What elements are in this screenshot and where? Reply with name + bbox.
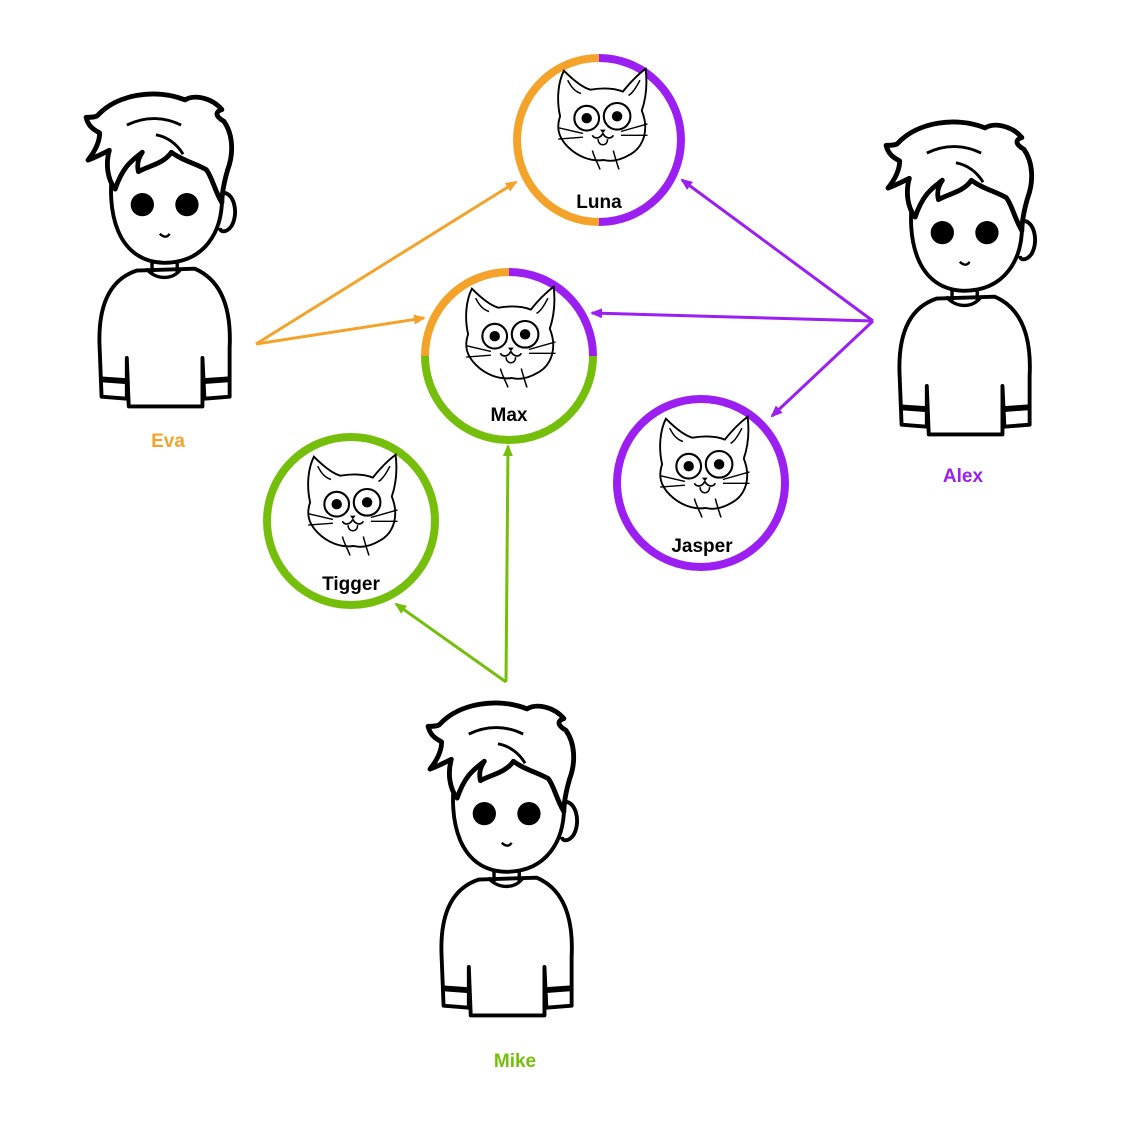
max-ring-alex	[508, 268, 597, 357]
person-icon	[886, 122, 1035, 434]
cat-node-max: Max	[421, 268, 597, 444]
arrow-alex-to-luna	[680, 178, 874, 323]
cat-name-jasper: Jasper	[671, 536, 733, 557]
arrow-eva-to-max	[255, 314, 426, 346]
arrow-alex-to-jasper	[770, 319, 875, 418]
person-icon	[428, 703, 577, 1015]
person-mike: Mike	[428, 703, 577, 1072]
arrow-mike-to-tigger	[394, 602, 507, 684]
person-name-alex: Alex	[943, 466, 984, 487]
cat-node-luna: Luna	[513, 54, 685, 226]
max-ring-eva	[421, 268, 510, 357]
cat-name-max: Max	[491, 405, 528, 426]
person-name-eva: Eva	[151, 431, 185, 452]
luna-ring-eva	[513, 54, 600, 226]
arrow-eva-to-luna	[255, 180, 518, 346]
arrow-alex-to-max	[590, 308, 874, 323]
arrow-mike-to-max	[502, 444, 513, 683]
person-name-mike: Mike	[494, 1051, 536, 1072]
max-ring-mike	[421, 355, 597, 444]
person-icon	[86, 94, 235, 406]
person-eva: Eva	[86, 94, 235, 452]
person-alex: Alex	[886, 122, 1035, 487]
cat-name-luna: Luna	[576, 192, 622, 213]
cat-node-tigger: Tigger	[263, 433, 439, 609]
luna-ring-alex	[598, 54, 685, 226]
cat-name-tigger: Tigger	[322, 574, 380, 595]
cat-node-jasper: Jasper	[613, 395, 789, 571]
ownership-arrows	[255, 178, 875, 684]
